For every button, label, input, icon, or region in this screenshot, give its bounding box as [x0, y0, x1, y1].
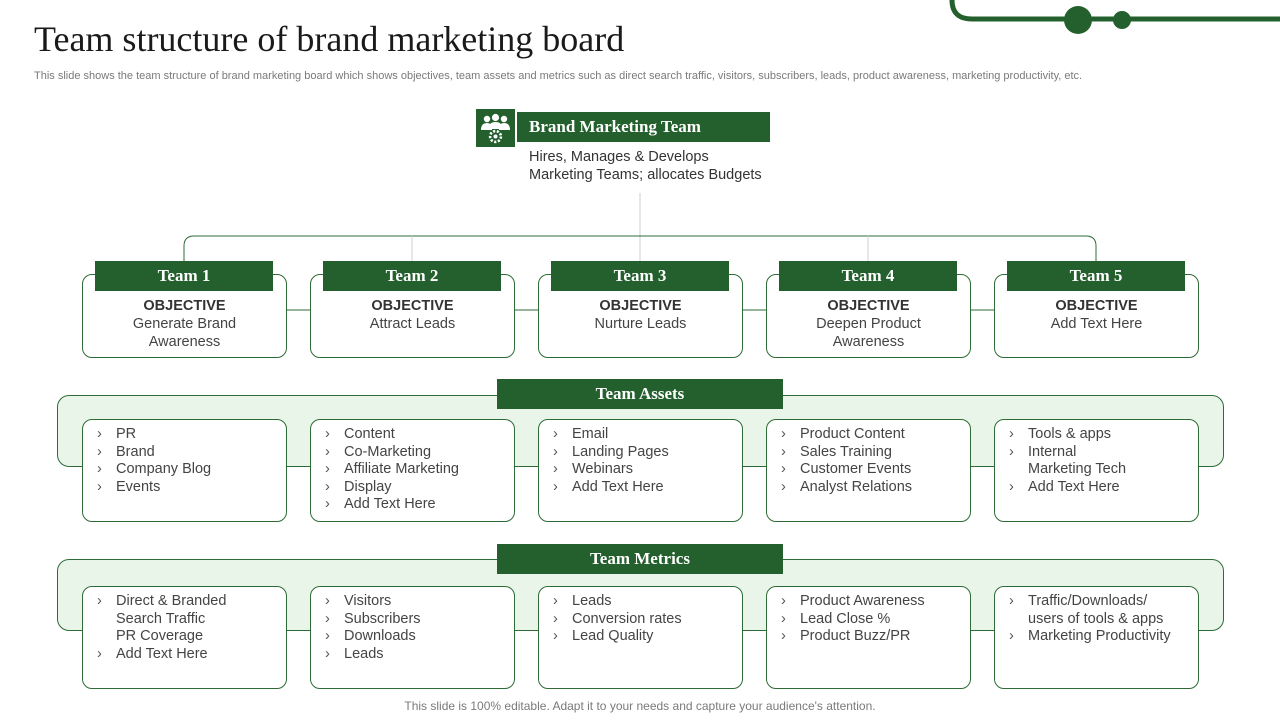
list-item: Traffic/Downloads/: [1009, 593, 1190, 611]
list-item: Tools & apps: [1009, 426, 1190, 444]
objective-text: Add Text Here: [1050, 316, 1143, 332]
objective-text: Deepen Product: [816, 316, 921, 332]
objective-heading: OBJECTIVE: [143, 298, 226, 314]
list-item: Email: [553, 426, 734, 444]
list-item: PR: [97, 426, 278, 444]
list-item: Events: [97, 479, 278, 497]
objective-heading: OBJECTIVE: [827, 298, 910, 314]
list-item: Affiliate Marketing: [325, 461, 506, 479]
list-item: Landing Pages: [553, 444, 734, 462]
brand-marketing-team-description: Hires, Manages & Develops Marketing Team…: [529, 149, 762, 183]
team-5-metrics-box: Traffic/Downloads/users of tools & appsM…: [994, 586, 1199, 689]
team-5-assets-box: Tools & appsInternalMarketing TechAdd Te…: [994, 419, 1199, 522]
objective-text: Awareness: [148, 334, 221, 350]
list-item: users of tools & apps: [1028, 610, 1164, 627]
list-item: Add Text Here: [1009, 479, 1190, 497]
team-2-assets-box: ContentCo-MarketingAffiliate MarketingDi…: [310, 419, 515, 522]
objective-heading: OBJECTIVE: [371, 298, 454, 314]
list-item: Display: [325, 479, 506, 497]
list-item: Sales Training: [781, 444, 962, 462]
list-item: Direct & Branded: [97, 593, 278, 611]
list-item: Visitors: [325, 593, 506, 611]
team-assets-header: Team Assets: [497, 379, 783, 409]
list-item: Leads: [553, 593, 734, 611]
team-1-assets-box: PRBrandCompany BlogEvents: [82, 419, 287, 522]
brand-marketing-team-header: Brand Marketing Team: [517, 112, 770, 142]
list-item: Downloads: [325, 628, 506, 646]
list-item: Product Content: [781, 426, 962, 444]
list-item: Search Traffic: [116, 610, 206, 627]
team-2-metrics-box: VisitorsSubscribersDownloadsLeads: [310, 586, 515, 689]
objective-text: Attract Leads: [369, 316, 456, 332]
list-item: Add Text Here: [325, 496, 506, 514]
list-item: Conversion rates: [553, 611, 734, 629]
list-item: Brand: [97, 444, 278, 462]
team-3-assets-box: EmailLanding PagesWebinarsAdd Text Here: [538, 419, 743, 522]
list-item: Add Text Here: [553, 479, 734, 497]
list-item: Product Awareness: [781, 593, 962, 611]
list-item: Analyst Relations: [781, 479, 962, 497]
list-item: Add Text Here: [97, 646, 278, 664]
list-item: Internal: [1009, 444, 1190, 462]
team-1-header: Team 1: [95, 261, 273, 291]
list-item: Lead Close %: [781, 611, 962, 629]
page-title: Team structure of brand marketing board: [34, 19, 625, 59]
team-4-assets-box: Product ContentSales TrainingCustomer Ev…: [766, 419, 971, 522]
list-item: Lead Quality: [553, 628, 734, 646]
list-item: Company Blog: [97, 461, 278, 479]
list-item: Customer Events: [781, 461, 962, 479]
team-gear-icon: [476, 109, 515, 147]
list-item: Product Buzz/PR: [781, 628, 962, 646]
page-subtitle: This slide shows the team structure of b…: [34, 70, 1083, 82]
objective-text: Generate Brand: [132, 316, 237, 332]
team-4-header: Team 4: [779, 261, 957, 291]
team-5-header: Team 5: [1007, 261, 1185, 291]
objective-text: Awareness: [832, 334, 905, 350]
list-item: Co-Marketing: [325, 444, 506, 462]
list-item: Marketing Productivity: [1009, 628, 1190, 646]
objective-text: Nurture Leads: [594, 316, 687, 332]
list-item: Leads: [325, 646, 506, 664]
team-2-header: Team 2: [323, 261, 501, 291]
list-item: Content: [325, 426, 506, 444]
team-metrics-header: Team Metrics: [497, 544, 783, 574]
objective-heading: OBJECTIVE: [599, 298, 682, 314]
list-item: Webinars: [553, 461, 734, 479]
objective-heading: OBJECTIVE: [1055, 298, 1138, 314]
footer-note: This slide is 100% editable. Adapt it to…: [404, 699, 876, 713]
list-item: Marketing Tech: [1028, 461, 1127, 478]
team-3-header: Team 3: [551, 261, 729, 291]
team-4-metrics-box: Product AwarenessLead Close %Product Buz…: [766, 586, 971, 689]
list-item: Subscribers: [325, 611, 506, 629]
list-item: PR Coverage: [116, 628, 204, 645]
team-3-metrics-box: LeadsConversion ratesLead Quality: [538, 586, 743, 689]
